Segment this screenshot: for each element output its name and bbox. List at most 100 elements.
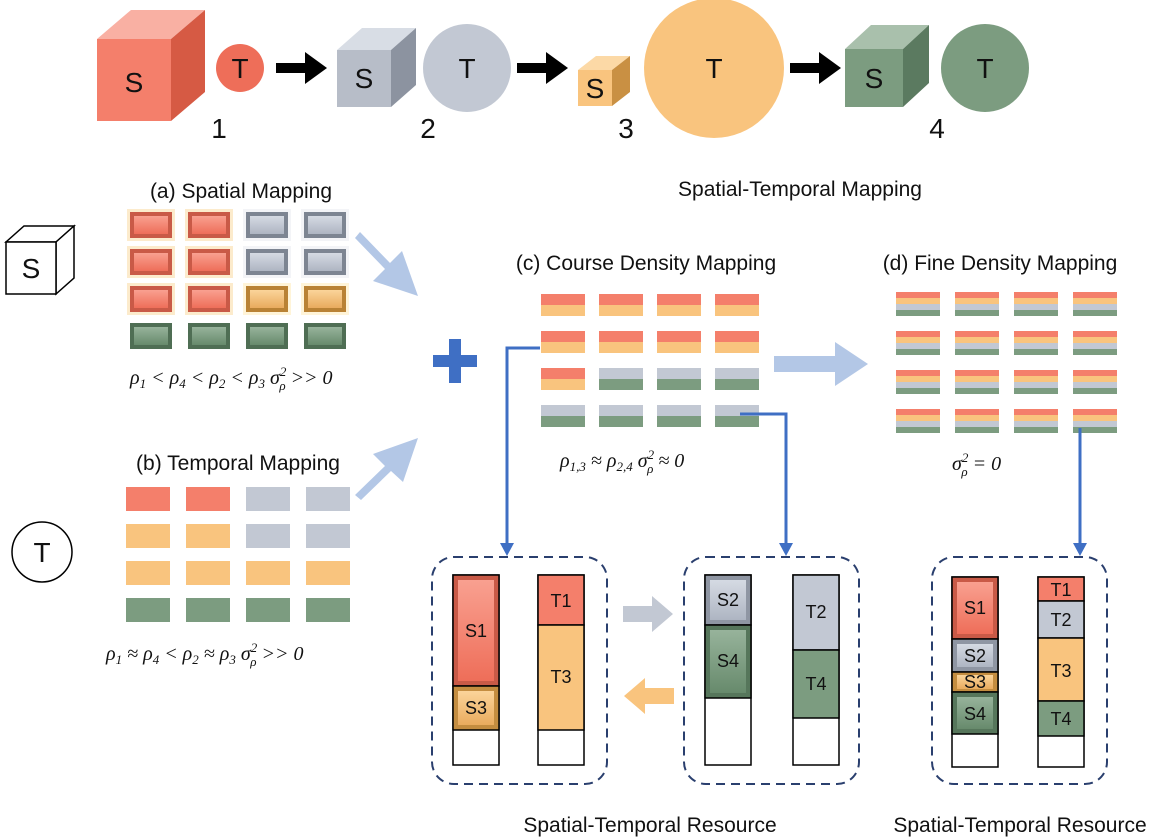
res-d-s1: S1 [951,576,999,640]
seq-arrow-1 [276,52,327,84]
resource-box-c2 [683,556,860,785]
temporal-tile [126,487,170,511]
legend-t-circle: T [11,521,73,583]
course-tile [599,368,643,390]
cube-3-top [578,56,630,70]
res-c1-s3: S3 [452,685,500,731]
spatial-tile [185,209,233,241]
res-c1-s1: S1 [452,574,500,687]
legend-s-cube: S [4,224,76,296]
spatial-mapping-grid [127,209,349,349]
svg-text:S4: S4 [964,704,986,724]
svg-text:T3: T3 [1050,661,1071,681]
spatial-tile [185,246,233,278]
step-3: S T 3 [578,0,784,144]
svg-text:T3: T3 [550,667,571,687]
seq-arrow-2 [517,52,568,84]
cube-2-side [391,28,416,107]
course-tile [657,368,701,390]
step-2-number: 2 [420,113,436,144]
fine-tile [896,409,940,433]
resource-c1: S1 S3 T1 T3 [452,574,585,766]
step-4: S T 4 [845,24,1029,144]
course-tile [715,368,759,390]
resource-d: S1 S2 S3 S4 T1 T2 T3 [951,576,1085,768]
svg-text:T2: T2 [805,602,826,622]
svg-text:S2: S2 [964,646,986,666]
svg-text:T1: T1 [1050,580,1071,600]
resource-c2: S2 S4 T2 T4 [704,574,840,766]
cube-2-top [337,28,416,50]
cube-1-front [97,39,171,121]
res-c2-t4: T4 [792,649,840,719]
fine-tile [1073,409,1117,433]
arrow-res2-to-res1 [624,678,674,714]
temporal-tile [306,524,350,548]
course-tile [715,294,759,316]
temporal-tile [246,524,290,548]
step-2: S T 2 [337,24,511,144]
spatial-mapping-title: (a) Spatial Mapping [150,180,332,203]
fine-tile [1014,331,1058,355]
fine-density-title: (d) Fine Density Mapping [883,252,1118,275]
res-c1-t1: T1 [537,574,585,626]
legend-s-label: S [22,253,41,284]
course-tile [657,405,701,427]
fine-tile [896,331,940,355]
svg-text:S1: S1 [465,621,487,641]
course-tile [657,294,701,316]
resource-box-d [931,556,1108,785]
res-c2-t2: T2 [792,574,840,651]
temporal-tile [126,598,170,622]
res-d-t1: T1 [1037,576,1085,602]
cube-2-front [337,50,391,107]
step-3-number: 3 [618,113,634,144]
temporal-tile [246,487,290,511]
spatial-tile [127,209,175,241]
fine-tile [1073,370,1117,394]
step-1: S T 1 [97,10,264,144]
svg-text:T2: T2 [1050,610,1071,630]
spatial-tile [243,246,291,278]
res-c2-s2: S2 [704,574,752,626]
cube-1-top [97,10,205,39]
connector-lines [500,346,1087,556]
cube-2-label: S [355,63,374,94]
temporal-tile [306,598,350,622]
res-d-s2: S2 [951,638,999,673]
seq-arrow-3 [790,52,841,84]
fine-tile [955,292,999,316]
temporal-tile [246,598,290,622]
svg-text:S4: S4 [717,651,739,671]
fine-tile [896,292,940,316]
cube-3-label: S [586,73,605,104]
spatial-tile [243,209,291,241]
res-c1-t3: T3 [537,624,585,731]
arrow-c-to-d [774,342,868,386]
res-d-s3: S3 [951,671,999,693]
course-tile [541,331,585,353]
cube-1-side [171,10,205,121]
course-tile [599,331,643,353]
fine-tile [955,331,999,355]
temporal-tile [126,524,170,548]
res-d-t3: T3 [1037,637,1085,702]
res-c2-s4: S4 [704,624,752,699]
plus-icon [433,339,477,383]
temporal-tile [186,487,230,511]
svg-text:T1: T1 [550,591,571,611]
temporal-tile [306,487,350,511]
svg-text:S2: S2 [717,590,739,610]
course-tile [599,405,643,427]
fine-tile [1014,292,1058,316]
circle-3-label: T [705,53,722,84]
fine-tile [955,370,999,394]
course-tile [541,405,585,427]
spatial-tile [127,246,175,278]
temporal-mapping-title: (b) Temporal Mapping [136,452,340,475]
circle-4-label: T [976,53,993,84]
spatial-tile [301,283,349,315]
fine-tile [1014,409,1058,433]
